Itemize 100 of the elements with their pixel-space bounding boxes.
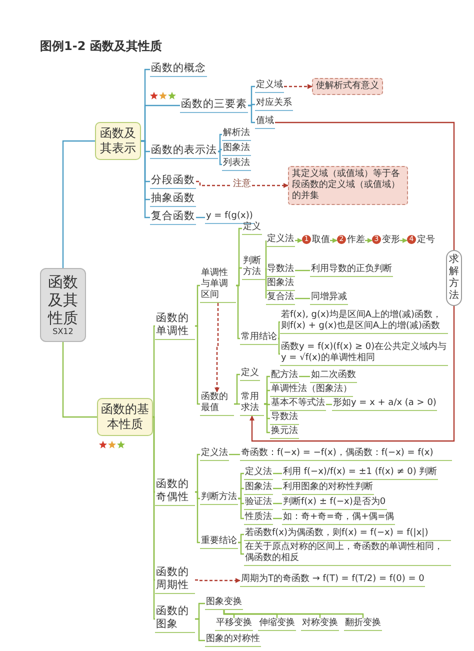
branch-label: 分段函数 [150,174,196,189]
branch-label: 函数的单调性 [155,312,195,340]
leaf-label: 如：奇+奇=奇，偶+偶=偶 [282,512,396,525]
leaf-label: 验证法 [244,497,273,510]
leaf-label: 利用导数的正负判断 [310,264,393,277]
connector-line [195,491,200,544]
step-label: 取值 [312,235,330,245]
leaf-label: 单调性法（图象法） [270,384,353,397]
connector-line [248,86,255,106]
connector-line [273,502,282,504]
leaf-label: 判断方法 [242,256,266,280]
leaf-label: 常用结论 [240,332,278,345]
connector-line [236,284,240,340]
leaf-label: 如二次函数 [310,370,357,383]
connector-line [196,216,205,218]
connector-line [278,338,280,355]
leaf-label: 定义法 [244,467,273,480]
leaf-label: 常用求法 [240,392,264,416]
arrow [400,238,408,243]
leaf-label: 若函数f(x)为偶函数，则f(x) = f(−x) = f(|x|) [244,528,451,541]
leaf-label: 图象变换 [205,597,243,610]
connector-line [248,104,255,124]
leaf-label: 若f(x), g(x)均是区间A上的增(减)函数，则f(x) + g(x)也是区间A上的增(减)函数 [280,310,448,334]
leaf-label: 翻折变换 [344,618,382,631]
topic-box [40,268,86,342]
leaf-label: 复合法 [266,292,295,305]
leaf-label: 性质法 [244,512,273,525]
method-pill: 求解方法 [446,250,462,306]
connector-line [273,518,282,520]
connector-line [238,542,244,555]
leaf-label: 利用 f(−x)/f(x) = ±1 (f(x) ≠ 0) 判断 [282,467,438,480]
connector-line [234,374,240,405]
leaf-label: 图象的对称性 [205,634,261,647]
leaf-label: 利用图象的对称性判断 [282,482,374,495]
connector-line [326,404,332,406]
leaf-label: 定义 [242,222,262,235]
connector-line [275,122,455,250]
connector-line [273,488,282,490]
connector-line [234,403,240,405]
leaf-label: 对称变换 [301,618,339,631]
connector-line [152,416,156,620]
leaf-label: 伸缩变换 [258,618,296,631]
note-box: 其定义域（或值域）等于各段函数的定义域（或值域）的并集 [288,166,408,205]
note-box: 使解析式有意义 [312,78,383,95]
connector-line [264,390,270,405]
connector-line [265,267,267,300]
connector-line [273,472,282,474]
leaf-label: 定义域 [255,80,284,93]
leaf-label: 判断方法 [200,492,238,505]
step-label: 定号 [417,235,435,245]
connector-line [248,104,255,106]
leaf-label: 平移变换 [215,618,253,631]
connector-line [236,267,242,286]
arrow [196,180,288,188]
leaf-label: 奇函数：f(−x) = −f(x)，偶函数：f(−x) = f(x) [240,448,452,461]
leaf-label: 解析法 [222,128,251,141]
leaf-label: 图象法 [244,482,273,495]
connector-line [195,618,205,642]
branch-label: 函数的图象 [155,605,195,633]
connector-line [264,403,270,434]
branch-label: 函数的三要素 [180,98,248,113]
connector-line [278,321,280,340]
connector-line [223,610,364,618]
connector-line [229,454,240,456]
leaf-label: 定义法 [266,234,295,247]
code-label: SX12 [52,327,74,337]
connector-line [218,148,222,152]
branch-label: 函数的周期性 [155,566,195,594]
connector-line [195,284,200,327]
connector-line [218,150,222,166]
leaf-label: 定义法 [200,448,229,461]
connector-line [238,498,244,520]
leaf-label: 重要结论 [200,536,238,549]
branch-label: 抽象函数 [150,192,196,207]
connector-line [195,454,200,493]
leaf-label: 函数的最值 [200,392,234,416]
leaf-label: 导数法 [266,264,295,277]
arrow [365,238,372,243]
step-label: 作差 [347,235,365,245]
branch-label: 复合函数 [150,210,196,225]
connector-line [299,376,310,378]
connector-line [265,240,267,269]
leaf-label: 周期为T的奇函数 → f(T) = f(T/2) = f(0) = 0 [240,574,426,587]
step-label: 变形 [382,235,400,245]
leaf-label: 定义 [240,368,260,381]
branch-box: 函数及其表示 [95,122,141,160]
leaf-label: 在关于原点对称的区间上，奇函数的单调性相同，偶函数的相反 [244,542,451,566]
topic-title: 函数及其性质 [46,273,79,327]
connector-line [295,270,310,272]
branch-box: 函数的基本性质 [97,398,153,436]
leaf-label: 列表法 [222,158,251,171]
leaf-label: 形如y = x + a/x (a > 0) [332,398,438,411]
leaf-label: 图象法 [266,278,295,291]
arrow [250,306,455,442]
connector-line [238,534,244,544]
branch-label: 函数的表示法 [150,144,218,159]
leaf-label: 同增异减 [310,292,348,305]
leaf-label: 基本不等式法 [270,398,326,411]
leaf-label: 图象法 [222,143,251,156]
arrow [295,238,302,243]
